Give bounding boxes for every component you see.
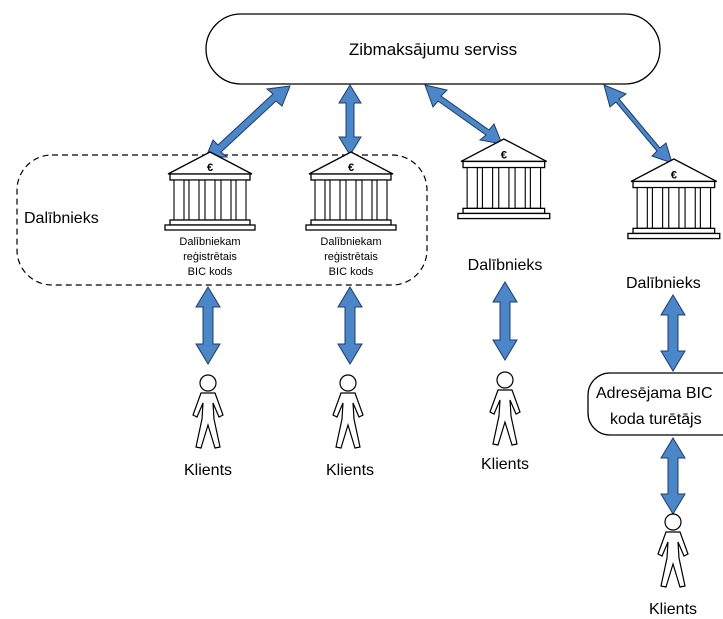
group-label: Dalībnieks [24, 210, 99, 227]
bank-caption-line: Dalībniekam [179, 236, 240, 248]
arrow-service-bank-3 [424, 84, 503, 145]
bank-1: € Dalībniekam reģistrētais BIC kods [164, 151, 256, 278]
bank-caption-line: reģistrētais [183, 250, 237, 263]
euro-icon: € [501, 149, 508, 161]
euro-icon: € [207, 162, 213, 174]
person-icon [332, 374, 364, 449]
client-label: Klients [481, 456, 529, 473]
person-icon [192, 374, 224, 449]
bank-icon: € [627, 158, 721, 240]
arrow-service-bank-4 [603, 84, 673, 164]
client-1: Klients [184, 374, 232, 479]
bank-caption-line: BIC kods [188, 266, 233, 278]
arrow-bank-client-3 [492, 281, 518, 361]
euro-icon: € [348, 162, 354, 174]
person-icon [657, 513, 689, 588]
bank-label: Dalībnieks [626, 275, 701, 292]
bank-2: € Dalībniekam reģistrētais BIC kods [305, 151, 397, 278]
bank-caption-line: Dalībniekam [320, 236, 381, 248]
bank-3: € Dalībnieks [457, 138, 551, 274]
euro-icon: € [671, 169, 678, 181]
arrow-intermediary-client [660, 437, 686, 515]
intermediary-line: Adresējama BIC [596, 385, 713, 402]
service-box: Zibmaksājumu serviss [205, 13, 661, 85]
client-label: Klients [649, 601, 697, 618]
person-icon [489, 371, 521, 446]
client-2: Klients [326, 374, 374, 479]
arrow-bank-intermediary [660, 294, 686, 372]
bank-icon: € [305, 151, 397, 231]
client-label: Klients [184, 462, 232, 479]
client-label: Klients [326, 462, 374, 479]
arrow-service-bank-2 [338, 84, 362, 156]
bank-icon: € [457, 138, 551, 220]
bank-icon: € [164, 151, 256, 231]
bank-label: Dalībnieks [468, 257, 543, 274]
intermediary-line: koda turētājs [610, 411, 702, 428]
bank-caption-line: BIC kods [329, 266, 374, 278]
intermediary-box: Adresējama BIC koda turētājs [587, 372, 723, 436]
arrow-bank-client-2 [337, 286, 363, 365]
arrow-bank-client-1 [195, 286, 221, 365]
client-4: Klients [649, 513, 697, 618]
bank-4: € Dalībnieks [626, 158, 721, 292]
client-3: Klients [481, 371, 529, 473]
bank-caption-line: reģistrētais [324, 250, 378, 263]
arrow-service-bank-1 [205, 85, 291, 158]
service-label: Zibmaksājumu serviss [349, 40, 517, 59]
